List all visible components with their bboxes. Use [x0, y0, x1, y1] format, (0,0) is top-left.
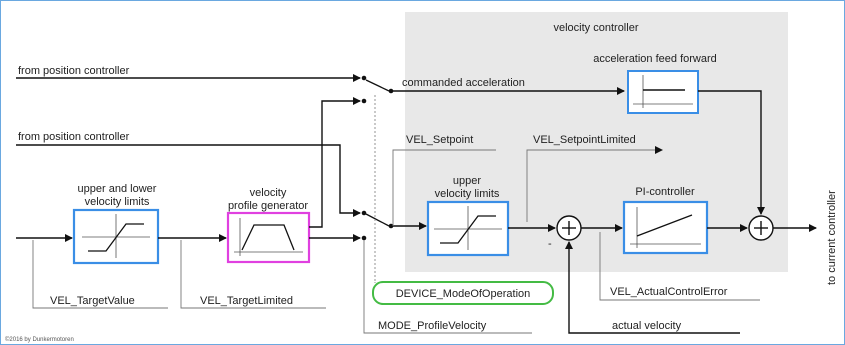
- profile-accel-output: [309, 97, 361, 228]
- summing-junction-error: [556, 215, 582, 241]
- middle-input-line: [16, 144, 361, 217]
- acceleration-feed-forward-block: [627, 70, 699, 114]
- profile-block-label-2: profile generator: [228, 200, 308, 212]
- limits-block-label-2: velocity limits: [85, 196, 150, 208]
- device-mode-label: DEVICE_ModeOfOperation: [396, 288, 531, 300]
- minus-sign: -: [548, 238, 552, 250]
- vel-setpoint-limited-label: VEL_SetpointLimited: [533, 134, 636, 146]
- vel-target-value-leader: [32, 240, 168, 309]
- velocity-controller-title: velocity controller: [554, 22, 639, 34]
- mode-profile-leader: [363, 240, 532, 334]
- vel-target-limited-label: VEL_TargetLimited: [200, 295, 293, 307]
- input-label-top: from position controller: [18, 65, 130, 77]
- vel-setpoint-label: VEL_Setpoint: [406, 134, 473, 146]
- mode-profile-velocity-label: MODE_ProfileVelocity: [378, 320, 487, 332]
- summing-junction-output: [748, 215, 774, 241]
- pi-controller-block: [622, 200, 709, 255]
- profile-generator-block: [226, 211, 311, 264]
- vel-setpoint-leader: [392, 149, 496, 226]
- vel-target-value-label: VEL_TargetValue: [50, 295, 135, 307]
- input-label-middle: from position controller: [18, 131, 130, 143]
- control-error-leader: [599, 234, 760, 301]
- device-mode-badge: [372, 281, 554, 305]
- profile-block-label-1: velocity: [250, 187, 287, 199]
- upper-velocity-limits-block: [426, 200, 510, 257]
- vel-target-limited-leader: [180, 240, 326, 309]
- actual-velocity-label: actual velocity: [612, 320, 682, 332]
- velocity-limits-block: [72, 208, 160, 265]
- control-error-label: VEL_ActualControlError: [610, 286, 728, 298]
- vel-setpoint-limited-leader: [526, 146, 663, 222]
- aff-output-line: [698, 90, 765, 215]
- velocity-switch: [361, 210, 394, 241]
- limits-block-label-1: upper and lower: [78, 183, 157, 195]
- to-current-controller-label: to current controller: [826, 190, 838, 285]
- aff-block-label: acceleration feed forward: [593, 53, 717, 65]
- upper-block-label-2: velocity limits: [435, 188, 500, 200]
- commanded-acceleration-label: commanded acceleration: [402, 77, 525, 89]
- pi-block-label: PI-controller: [635, 186, 695, 198]
- copyright-text: ©2016 by Dunkermotoren: [5, 336, 74, 343]
- actual-velocity-feedback: [565, 241, 740, 334]
- acceleration-switch: [361, 75, 394, 104]
- upper-block-label-1: upper: [453, 175, 481, 187]
